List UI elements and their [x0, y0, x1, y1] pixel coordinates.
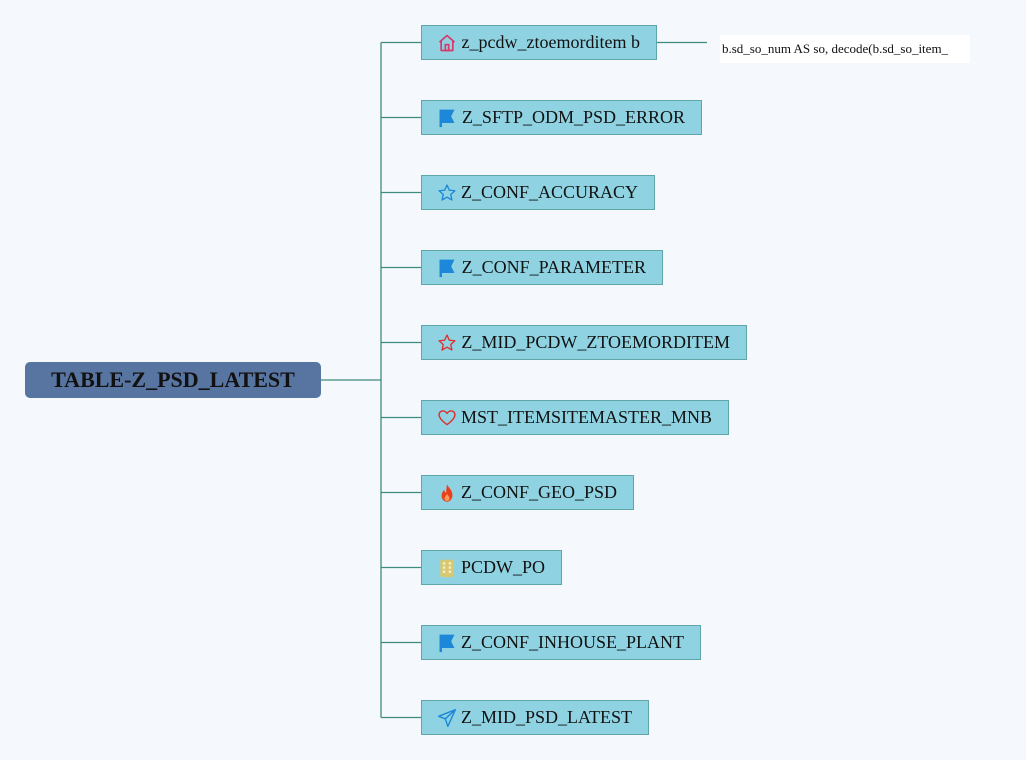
root-topic[interactable]: TABLE-Z_PSD_LATEST	[25, 362, 321, 398]
child-topic-label: z_pcdw_ztoemorditem b	[461, 32, 640, 52]
child-topic[interactable]: Z_CONF_GEO_PSD	[421, 475, 634, 510]
topic-note[interactable]: b.sd_so_num AS so, decode(b.sd_so_item_	[720, 35, 970, 63]
child-topic-label: Z_CONF_PARAMETER	[461, 257, 646, 277]
child-topic-label: Z_MID_PSD_LATEST	[461, 707, 633, 727]
child-topic[interactable]: Z_MID_PSD_LATEST	[421, 700, 649, 735]
star-outline-icon	[437, 332, 457, 354]
fire-icon	[437, 482, 457, 504]
heart-outline-icon	[437, 407, 457, 429]
flag-icon	[437, 632, 457, 654]
building-icon	[437, 557, 457, 579]
root-topic-label: TABLE-Z_PSD_LATEST	[51, 367, 295, 392]
star-outline-icon	[437, 182, 457, 204]
child-topic-label: MST_ITEMSITEMASTER_MNB	[461, 407, 713, 427]
topic-note-text: b.sd_so_num AS so, decode(b.sd_so_item_	[722, 41, 949, 56]
flag-icon	[437, 107, 458, 129]
child-topic[interactable]: Z_CONF_ACCURACY	[421, 175, 655, 210]
child-topic[interactable]: Z_SFTP_ODM_PSD_ERROR	[421, 100, 702, 135]
flag-icon	[437, 257, 458, 279]
child-topic[interactable]: PCDW_PO	[421, 550, 562, 585]
child-topic[interactable]: z_pcdw_ztoemorditem b	[421, 25, 657, 60]
child-topic-label: Z_SFTP_ODM_PSD_ERROR	[461, 107, 685, 127]
send-icon	[437, 707, 457, 729]
child-topic[interactable]: Z_CONF_INHOUSE_PLANT	[421, 625, 701, 660]
home-icon	[437, 32, 458, 54]
child-topic[interactable]: Z_CONF_PARAMETER	[421, 250, 663, 285]
child-topic-label: Z_CONF_GEO_PSD	[461, 482, 618, 502]
child-topic-label: PCDW_PO	[461, 557, 546, 577]
child-topic[interactable]: MST_ITEMSITEMASTER_MNB	[421, 400, 729, 435]
child-topic-label: Z_MID_PCDW_ZTOEMORDITEM	[461, 332, 730, 352]
child-topic-label: Z_CONF_ACCURACY	[461, 182, 639, 202]
child-topic[interactable]: Z_MID_PCDW_ZTOEMORDITEM	[421, 325, 747, 360]
child-topic-label: Z_CONF_INHOUSE_PLANT	[461, 632, 685, 652]
